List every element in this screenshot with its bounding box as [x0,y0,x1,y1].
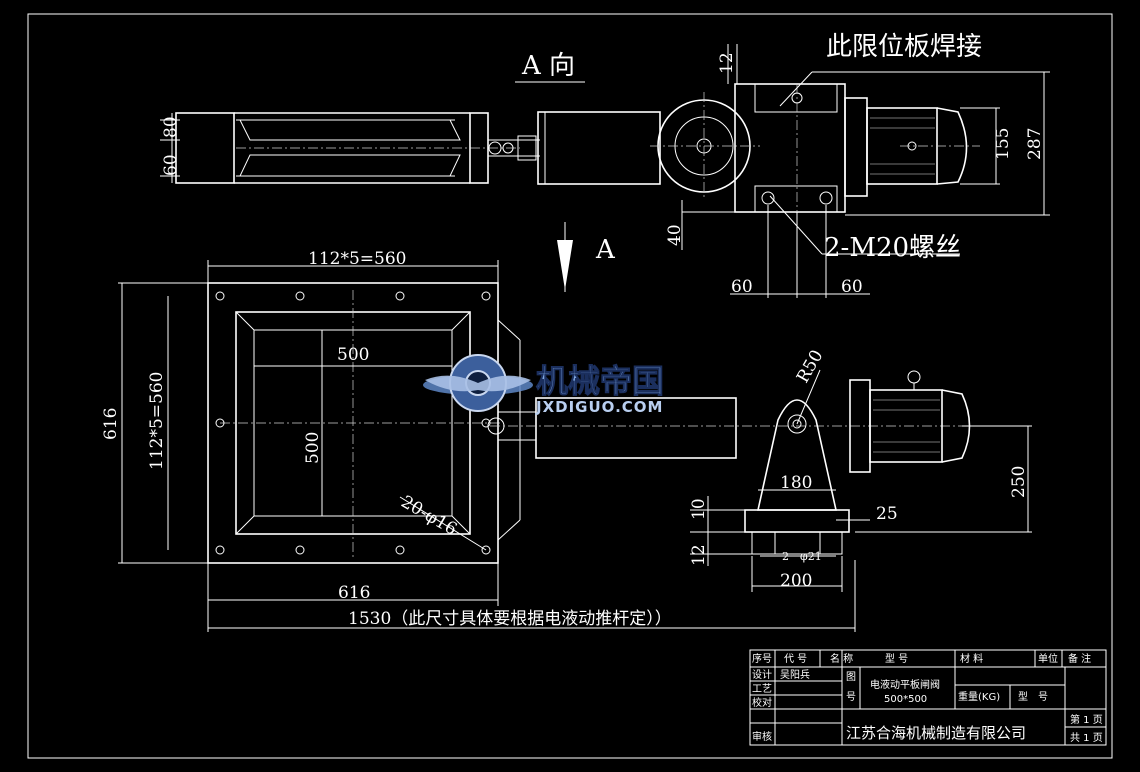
dim-250: 250 [1009,466,1029,498]
section-arrow-label: A [595,235,616,265]
tb-company: 江苏合海机械制造有限公司 [846,724,1026,742]
dim-500-horizontal: 500 [337,345,369,365]
dim-180: 180 [780,473,812,493]
tb-header-model: 型 号 [885,652,908,665]
view-label: A 向 [521,51,575,81]
dim-12-top: 12 [717,52,737,74]
tb-header-material: 材 料 [960,652,983,665]
dim-80: 80 [161,116,181,138]
dim-60-left: 60 [161,154,181,176]
weld-note: 此限位板焊接 [826,32,982,62]
tb-total: 共 1 页 [1070,732,1103,744]
dim-2-phi21: 2－φ21 [782,550,822,563]
title-block [749,649,1107,746]
dim-60-b: 60 [841,277,863,297]
tb-designer-label: 设计 [752,668,772,681]
tb-header-remark: 备 注 [1068,652,1091,665]
dim-1530-overall: 1530（此尺寸具体要根据电液动推杆定）） [348,609,672,629]
top-view [160,44,1050,298]
watermark-en: JXDIGUO.COM [535,398,663,416]
tb-check-label: 校对 [752,696,772,709]
thread-note: 2-M20螺丝 [824,233,961,263]
tb-product-spec: 500*500 [884,694,927,705]
dim-hole-pitch-side: 112*5=560 [147,372,167,470]
dim-10: 10 [689,498,709,520]
tb-header-unit: 单位 [1038,652,1058,665]
dim-287: 287 [1025,128,1045,160]
watermark-cn: 机械帝国 [536,362,664,400]
dim-25: 25 [876,504,898,524]
dim-40: 40 [665,224,685,246]
tb-weight-label: 重量(KG) [958,690,1000,703]
tb-product-name: 电液动平板闸阀 [870,678,940,691]
dim-616-side: 616 [101,408,121,440]
tb-header-name: 名 称 [830,652,853,665]
tb-page: 第 1 页 [1070,713,1103,726]
watermark-logo [423,354,533,412]
tb-approve-label: 审核 [752,730,772,743]
tb-designer-name: 吴阳兵 [780,668,810,681]
tb-header-code: 代 号 [784,653,807,665]
dim-200: 200 [780,571,812,591]
dim-hole-pitch-top: 112*5=560 [308,249,406,269]
tb-figure-label: 图 [846,671,856,683]
tb-header-no: 序号 [752,652,772,665]
drawing-border [27,13,1113,759]
dim-155: 155 [993,128,1013,160]
dim-12-bottom: 12 [689,544,709,566]
tb-process-label: 工艺 [752,683,772,695]
dim-500-vertical: 500 [303,432,323,464]
dim-616-bottom: 616 [338,583,370,603]
dim-60-a: 60 [731,277,753,297]
tb-type-label: 型 号 [1018,690,1048,703]
tb-number-label: 号 [846,691,856,703]
dim-r50: R50 [793,347,828,387]
front-view [118,260,1032,632]
